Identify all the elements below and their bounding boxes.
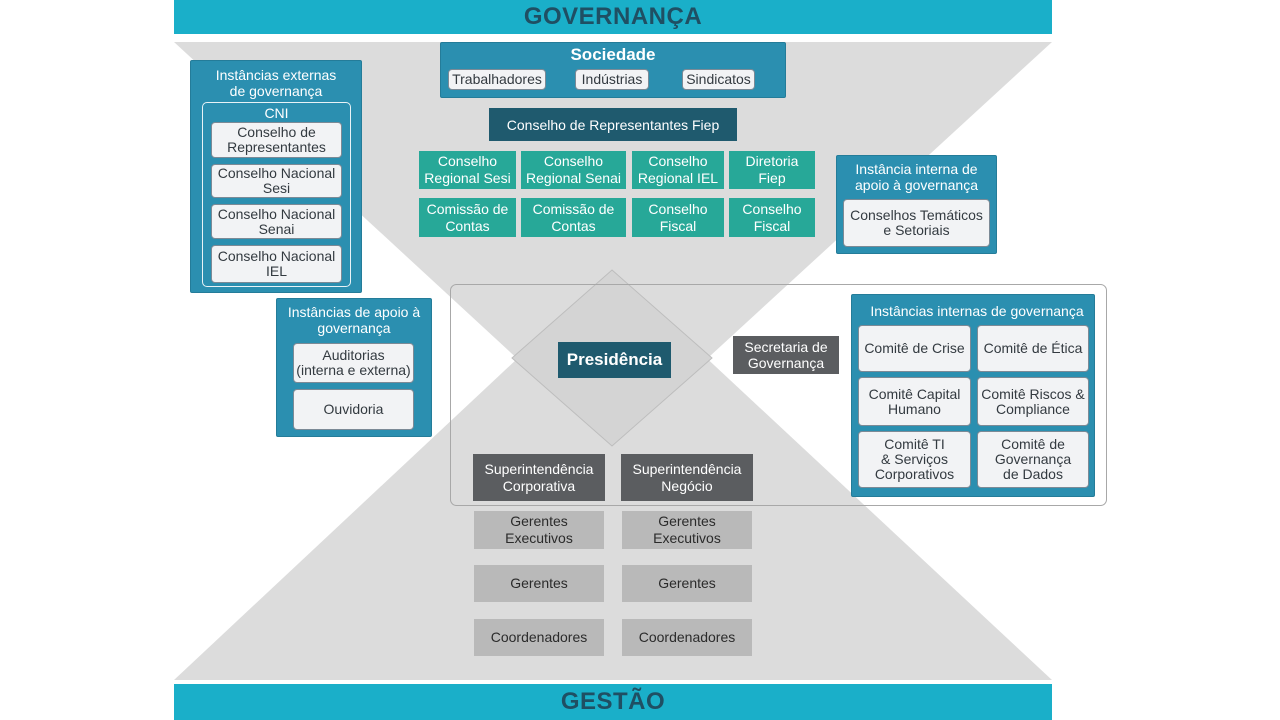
conselho-representantes-fiep: Conselho de Representantes Fiep (489, 108, 737, 141)
instancia-interna-apoio-title: Instância interna de apoio à governança (855, 161, 978, 193)
sociedade-title: Sociedade (570, 45, 656, 64)
sociedade-item-sindicatos: Sindicatos (682, 69, 755, 90)
cni-conselho-nacional-senai: Conselho Nacional Senai (211, 204, 342, 239)
cni-label: CNI (264, 105, 289, 121)
gerentes-executivos-right: Gerentes Executivos (622, 511, 752, 549)
coordenadores-left: Coordenadores (474, 619, 604, 656)
sociedade-item-trabalhadores: Trabalhadores (448, 69, 546, 90)
comissao-contas-senai: Comissão de Contas (521, 198, 626, 237)
instancias-externas-panel: Instâncias externas de governança CNI Co… (190, 60, 362, 293)
instancias-internas-panel: Instâncias internas de governança Comitê… (851, 294, 1095, 497)
comite-governanca-dados: Comitê de Governança de Dados (977, 431, 1089, 488)
coordenadores-right: Coordenadores (622, 619, 752, 656)
auditorias-box: Auditorias (interna e externa) (293, 343, 414, 383)
conselho-fiscal-iel: Conselho Fiscal (632, 198, 724, 237)
gerentes-left: Gerentes (474, 565, 604, 602)
instancias-externas-title: Instâncias externas de governança (215, 67, 337, 99)
council-regional-sesi: Conselho Regional Sesi (419, 151, 516, 189)
ouvidoria-box: Ouvidoria (293, 389, 414, 430)
governanca-title: GOVERNANÇA (523, 3, 703, 30)
diretoria-fiep: Diretoria Fiep (729, 151, 815, 189)
superintendencia-corporativa: Superintendência Corporativa (473, 454, 605, 501)
cni-conselho-nacional-iel: Conselho Nacional IEL (211, 245, 342, 283)
secretaria-governanca-box: Secretaria de Governança (733, 336, 839, 374)
gerentes-executivos-left: Gerentes Executivos (474, 511, 604, 549)
comite-etica: Comitê de Ética (977, 325, 1089, 372)
cni-conselho-nacional-sesi: Conselho Nacional Sesi (211, 164, 342, 198)
council-regional-senai: Conselho Regional Senai (521, 151, 626, 189)
comite-capital-humano: Comitê Capital Humano (858, 377, 971, 426)
instancias-internas-title: Instâncias internas de governança (870, 303, 1084, 319)
gestao-footer-bar: GESTÃO (174, 684, 1052, 720)
conselho-fiscal-fiep: Conselho Fiscal (729, 198, 815, 237)
superintendencia-negocio: Superintendência Negócio (621, 454, 753, 501)
comite-riscos-compliance: Comitê Riscos & Compliance (977, 377, 1089, 426)
sociedade-panel: Sociedade Trabalhadores Indústrias Sindi… (440, 42, 786, 98)
upper-hourglass (174, 42, 1052, 446)
council-regional-iel: Conselho Regional IEL (632, 151, 724, 189)
gerentes-right: Gerentes (622, 565, 752, 602)
sociedade-item-industrias: Indústrias (575, 69, 649, 90)
cni-group: CNI Conselho de Representantes Conselho … (202, 102, 351, 287)
instancias-apoio-panel: Instâncias de apoio à governança Auditor… (276, 298, 432, 437)
lower-hourglass (174, 270, 1052, 680)
instancia-interna-apoio-panel: Instância interna de apoio à governança … (836, 155, 997, 254)
instancias-apoio-title: Instâncias de apoio à governança (287, 304, 421, 336)
comite-crise: Comitê de Crise (858, 325, 971, 372)
cni-conselho-representantes: Conselho de Representantes (211, 122, 342, 158)
comite-ti-servicos: Comitê TI & Serviços Corporativos (858, 431, 971, 488)
presidencia-box: Presidência (558, 342, 671, 378)
gestao-title: GESTÃO (560, 688, 666, 715)
comissao-contas-sesi: Comissão de Contas (419, 198, 516, 237)
presidencia-region-outline (450, 284, 1107, 506)
governanca-header-bar: GOVERNANÇA (174, 0, 1052, 34)
conselhos-tematicos-box: Conselhos Temáticos e Setoriais (843, 199, 990, 247)
